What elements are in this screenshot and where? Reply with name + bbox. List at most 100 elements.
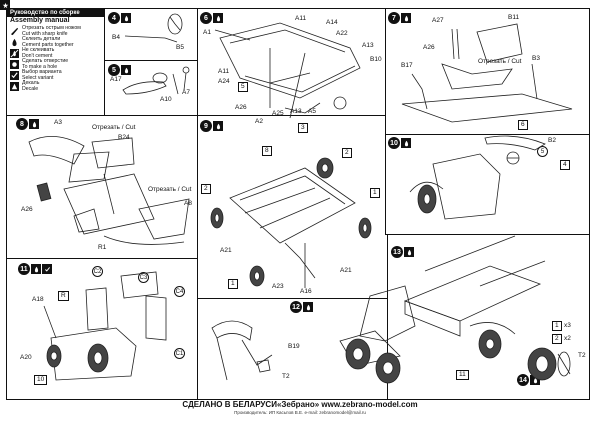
- legend-item-ru: Не склеивать: [22, 46, 55, 53]
- step-number: 13: [391, 246, 403, 258]
- cab-dashboard-drawing: [409, 135, 546, 220]
- part-label: A1: [203, 29, 211, 36]
- part-label: A26: [21, 206, 33, 213]
- step-number: 4: [108, 12, 120, 24]
- part-label: T2: [282, 373, 290, 380]
- part-label: B24: [118, 134, 130, 141]
- divider: [7, 115, 197, 116]
- part-marker: C1: [174, 348, 185, 359]
- step-number: 11: [18, 263, 30, 275]
- legend-item-en: Cement parts together: [22, 42, 74, 49]
- cut-label: Отрезать / Cut: [148, 186, 192, 193]
- glue-icon: [401, 138, 411, 148]
- step-7-header: 7: [388, 12, 411, 24]
- part-label: A26: [235, 104, 247, 111]
- glue-icon: [213, 13, 223, 23]
- legend-item-en: Don't cement: [22, 53, 53, 60]
- glue-icon: [401, 13, 411, 23]
- part-label: A21: [340, 267, 352, 274]
- part-label: B5: [176, 44, 184, 51]
- step-6-header: 6: [200, 12, 223, 24]
- chassis-wheels-drawing: [210, 157, 372, 288]
- legend-title-en: Assembly manual: [10, 17, 70, 25]
- steering-wheel-drawing: [124, 13, 183, 43]
- divider: [104, 60, 197, 61]
- part-marker: C4: [174, 286, 185, 297]
- part-marker: C3: [138, 272, 149, 283]
- glue-icon: [404, 247, 414, 257]
- glue-icon: [303, 302, 313, 312]
- glue-icon: [12, 38, 17, 46]
- variant-marker: 5: [537, 146, 548, 157]
- divider: [385, 134, 589, 135]
- step-11-header: 11: [18, 263, 52, 275]
- fender-drawing: [211, 320, 273, 381]
- chassis-frame-drawing: [214, 22, 361, 119]
- part-label: A25: [272, 110, 284, 117]
- select-icon: [10, 70, 19, 80]
- reference-box: 10: [34, 375, 48, 385]
- legend-item-en: Select variant: [22, 75, 54, 82]
- footer-contact: Производитель: ИП Касьпов В.Е. e-mail: z…: [234, 410, 366, 415]
- divider: [197, 115, 385, 116]
- part-label: B11: [508, 14, 520, 21]
- reference-box: 1: [228, 279, 238, 289]
- step-number: 12: [290, 301, 302, 313]
- part-label: A13: [290, 108, 302, 115]
- glue-icon: [29, 119, 39, 129]
- legend-item-ru: Сделать отверстие: [22, 57, 69, 64]
- part-label: A20: [20, 354, 32, 361]
- part-label: A26: [423, 44, 435, 51]
- decal-icon: [0, 0, 10, 10]
- step-number: 8: [16, 118, 28, 130]
- legend-item-ru: Отрезать острым ножом: [22, 24, 81, 31]
- glue-icon: [121, 13, 131, 23]
- part-label: A21: [220, 247, 232, 254]
- hole-icon: [10, 59, 19, 69]
- quantity-multiplier: x2: [564, 335, 571, 342]
- no-glue-icon: [10, 48, 19, 58]
- truck-assembly-drawing: [339, 235, 546, 384]
- part-label: A16: [300, 288, 312, 295]
- legend-item-en: Cut with sharp knife: [22, 31, 68, 38]
- part-label: A3: [54, 119, 62, 126]
- divider: [385, 234, 589, 235]
- pedal-assembly-drawing: [122, 66, 190, 95]
- reference-box: 5: [238, 82, 248, 92]
- step-8-header: 8: [16, 118, 39, 130]
- reference-box: R: [58, 291, 69, 301]
- part-label: A22: [336, 30, 348, 37]
- reference-box: 2: [201, 184, 211, 194]
- part-label: A11: [218, 68, 230, 75]
- step-4-header: 4: [108, 12, 131, 24]
- step-13-header: 13: [391, 246, 414, 258]
- part-label: A23: [272, 283, 284, 290]
- reference-box: 1: [370, 188, 380, 198]
- divider: [104, 9, 105, 115]
- divider: [197, 298, 387, 299]
- select-icon: [42, 264, 52, 274]
- part-label: R1: [98, 244, 107, 251]
- divider: [387, 234, 388, 399]
- divider: [385, 9, 386, 134]
- cut-label: Отрезать / Cut: [92, 124, 136, 131]
- page-border: [6, 8, 590, 400]
- part-label: A11: [295, 15, 307, 22]
- reference-box: 8: [262, 146, 272, 156]
- reference-box: 11: [456, 370, 469, 380]
- step-number: 9: [200, 120, 212, 132]
- divider: [7, 258, 197, 259]
- legend-item-en: To make a hole: [22, 64, 58, 71]
- step-number: 7: [388, 12, 400, 24]
- glue-icon: [121, 65, 131, 75]
- step-9-header: 9: [200, 120, 223, 132]
- legend: Руководство по сборке Assembly manual От…: [7, 9, 104, 115]
- part-label: A27: [432, 17, 444, 24]
- part-label: B4: [112, 34, 120, 41]
- part-label: A5: [308, 108, 316, 115]
